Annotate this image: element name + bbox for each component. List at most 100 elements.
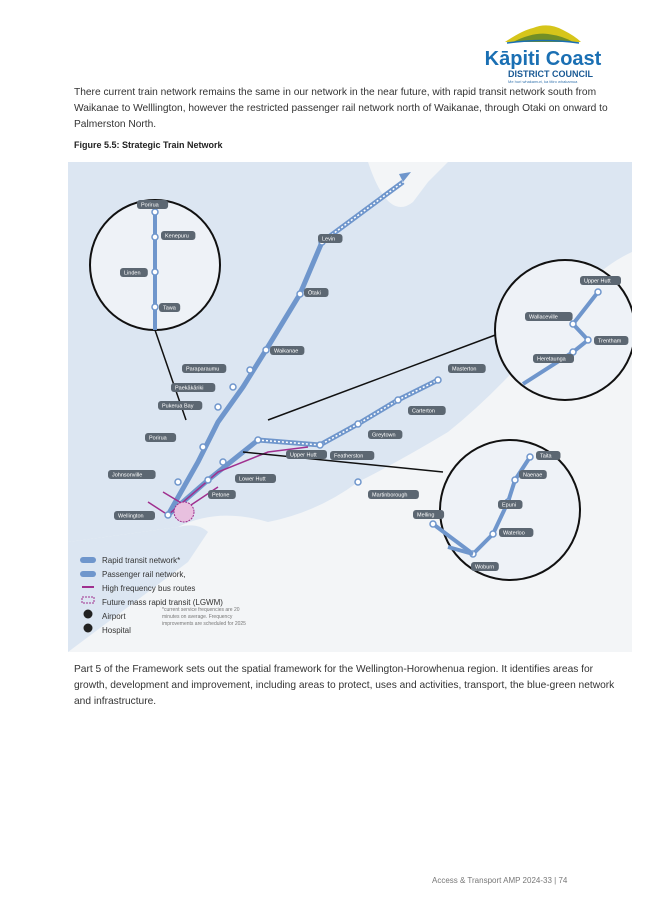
- station-marker: [219, 458, 227, 466]
- station-name: Wallaceville: [529, 315, 558, 321]
- logo-tagline: Me huri whakamuri, ka titiro whakamua: [508, 79, 578, 84]
- passenger-rail-swatch: [80, 571, 96, 577]
- station-marker: [204, 476, 212, 484]
- label-pill: [304, 288, 329, 297]
- label-pill: [594, 336, 629, 345]
- station-label: Wallaceville: [525, 312, 573, 321]
- station-marker: [296, 290, 304, 298]
- station-name: Paekākāriki: [175, 386, 203, 392]
- station-name: Porirua: [149, 436, 168, 442]
- station-label: Petone: [208, 490, 236, 499]
- station-name: Tawa: [163, 306, 177, 312]
- label-pill: [145, 433, 177, 442]
- station-marker: [526, 453, 534, 461]
- station-label: Trentham: [594, 336, 629, 345]
- label-pill: [108, 470, 156, 479]
- station-label: Lower Hutt: [235, 474, 276, 483]
- station-name: Ōtaki: [308, 290, 321, 297]
- station-name: Carterton: [412, 409, 435, 415]
- label-pill: [137, 200, 169, 209]
- station-marker: [489, 530, 497, 538]
- station-marker: [394, 396, 402, 404]
- station-label: Carterton: [408, 406, 446, 415]
- station-name: Naenae: [523, 473, 542, 479]
- station-label: Wellington: [114, 511, 155, 520]
- station-marker: [254, 436, 262, 444]
- station-marker: [246, 366, 254, 374]
- station-label: Featherston: [330, 451, 375, 460]
- label-pill: [580, 276, 621, 285]
- inset-line: [431, 455, 532, 557]
- label-pill: [368, 490, 419, 499]
- station-marker: [594, 288, 602, 296]
- label-pill: [114, 511, 155, 520]
- station-name: Porirua: [141, 203, 160, 209]
- station-label: Tawa: [159, 303, 181, 312]
- label-pill: [519, 470, 547, 479]
- label-pill: [158, 401, 203, 410]
- station-name: Woburn: [475, 565, 494, 571]
- bus-route: [147, 446, 309, 516]
- label-pill: [471, 562, 499, 571]
- label-pill: [161, 231, 196, 240]
- station-name: Epuni: [502, 503, 516, 509]
- station-marker: [214, 403, 222, 411]
- label-pill: [448, 364, 486, 373]
- legend-label: Airport: [102, 612, 126, 621]
- legend-footnote: improvements are scheduled for 2025: [162, 621, 246, 627]
- label-pill: [235, 474, 276, 483]
- label-pill: [120, 268, 148, 277]
- station-label: Epuni: [498, 500, 523, 509]
- station-name: Masterton: [452, 367, 476, 373]
- inset-connector: [242, 451, 444, 473]
- station-marker: [174, 478, 182, 486]
- station-marker: [584, 336, 592, 344]
- inset-connector: [267, 333, 499, 421]
- station-marker: [316, 441, 324, 449]
- station-label: Ōtaki: [304, 288, 329, 297]
- label-pill: [525, 312, 573, 321]
- station-name: Waikanae: [274, 349, 298, 355]
- station-label: Melling: [413, 510, 445, 519]
- station-label: Masterton: [448, 364, 486, 373]
- label-pill: [182, 364, 227, 373]
- station-name: Kenepuru: [165, 234, 189, 240]
- inset-line: [447, 545, 474, 556]
- station-label: Porirua: [137, 200, 169, 209]
- station-marker: [434, 376, 442, 384]
- station-name: Upper Hutt: [584, 279, 611, 285]
- label-pill: [368, 430, 403, 439]
- bus-route-swatch: [82, 586, 94, 588]
- station-label: Waterloo: [499, 528, 534, 537]
- footer: Access & Transport AMP 2024-33 | 74: [432, 876, 567, 885]
- label-pill: [536, 451, 561, 460]
- arrow-north-icon: [399, 172, 411, 182]
- station-label: Johnsonville: [108, 470, 156, 479]
- label-pill: [408, 406, 446, 415]
- label-pill: [413, 510, 445, 519]
- legend-footnote: *current service frequencies are 20: [162, 607, 240, 613]
- station-name: Petone: [212, 493, 229, 499]
- inset-circle: [439, 439, 581, 581]
- legend-label: Hospital: [102, 626, 131, 635]
- station-name: Martinborough: [372, 493, 407, 499]
- station-marker: [429, 520, 437, 528]
- label-pill: [270, 346, 305, 355]
- station-label: Naenae: [519, 470, 547, 479]
- station-label: Paekākāriki: [171, 383, 216, 392]
- station-marker: [569, 320, 577, 328]
- mountain-logo-icon: [505, 25, 581, 44]
- station-marker: [262, 346, 270, 354]
- station-marker: [151, 268, 159, 276]
- label-pill: [208, 490, 236, 499]
- station-marker: [354, 420, 362, 428]
- station-name: Johnsonville: [112, 473, 142, 479]
- figure-caption: Figure 5.5: Strategic Train Network: [74, 140, 223, 150]
- station-label: Heretaunga: [533, 354, 574, 363]
- label-pill: [318, 234, 343, 243]
- station-name: Taita: [540, 454, 553, 460]
